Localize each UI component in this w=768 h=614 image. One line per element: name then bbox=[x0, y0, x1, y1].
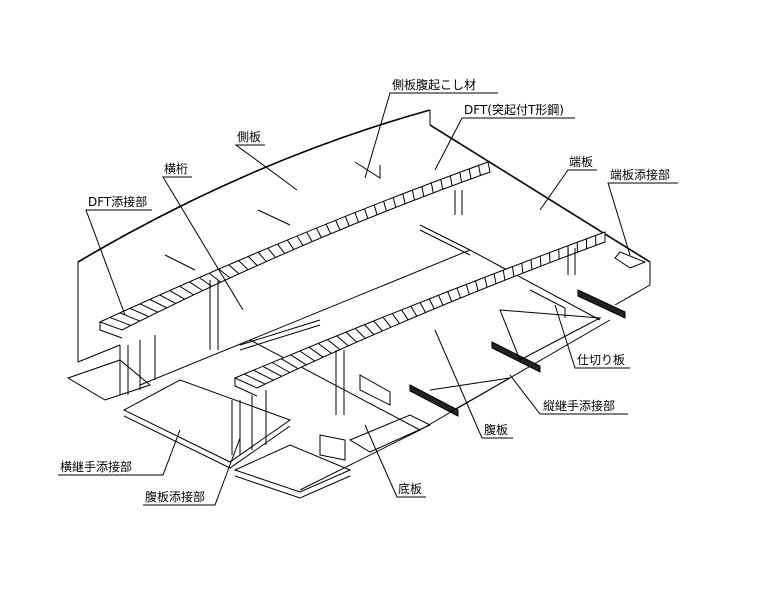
hatch-line bbox=[345, 331, 358, 343]
hatch-line bbox=[382, 316, 392, 328]
label-end-plate-splice: 端板添接部 bbox=[610, 167, 670, 182]
hatch-line bbox=[159, 294, 176, 304]
hatch-line bbox=[253, 369, 274, 381]
label-transverse-joint-splice: 横継手添接部 bbox=[60, 459, 132, 474]
dft-beam-2 bbox=[233, 231, 606, 397]
label-web-plate-splice: 腹板添接部 bbox=[145, 489, 205, 504]
hatch-line bbox=[410, 305, 418, 317]
hatch-line bbox=[421, 186, 425, 197]
label-longitudinal-joint-splice: 縦継手添接部 bbox=[543, 398, 615, 413]
hatch-line bbox=[478, 165, 481, 176]
label-side-plate: 側板 bbox=[237, 130, 261, 144]
hatch-line bbox=[129, 307, 149, 318]
hatch-line bbox=[391, 313, 400, 324]
hatch-line bbox=[465, 284, 470, 295]
side-plate-shape bbox=[77, 109, 651, 363]
hatch-line bbox=[119, 312, 141, 322]
hatch-line bbox=[502, 270, 506, 281]
hatch-line bbox=[149, 298, 167, 309]
hatch-line bbox=[296, 235, 304, 246]
hatch-line bbox=[286, 239, 295, 250]
hatch-line bbox=[459, 172, 463, 183]
web-plates bbox=[119, 161, 647, 461]
hatch-line bbox=[267, 247, 276, 258]
dft-hatching bbox=[109, 165, 597, 385]
hatch-line bbox=[493, 273, 497, 284]
hatch-line bbox=[271, 362, 291, 373]
hatch-line bbox=[428, 298, 435, 310]
label-dft-splice: DFT添接部 bbox=[88, 194, 147, 209]
hatch-line bbox=[299, 350, 316, 362]
label-side-plate-stiffener: 側板腹起こし材 bbox=[392, 78, 476, 92]
label-web-plate: 腹板 bbox=[484, 423, 508, 437]
hatch-line bbox=[306, 231, 313, 242]
hatch-line bbox=[364, 324, 375, 335]
bottom-plate-shape bbox=[66, 249, 611, 499]
hatch-line bbox=[189, 281, 203, 292]
hatch-line bbox=[456, 287, 461, 299]
hatch-line bbox=[419, 302, 426, 313]
hatch-line bbox=[354, 212, 359, 223]
hatch-line bbox=[218, 268, 231, 279]
label-cross-beam: 横桁 bbox=[164, 162, 188, 176]
hatch-line bbox=[277, 243, 286, 254]
hatch-line bbox=[139, 303, 158, 313]
hatch-line bbox=[468, 168, 472, 179]
hatch-line bbox=[402, 193, 406, 204]
hatch-line bbox=[411, 190, 415, 201]
hatch-line bbox=[521, 263, 524, 274]
longitudinal-splice-plates bbox=[429, 309, 602, 413]
hatch-line bbox=[430, 182, 434, 193]
hatch-line bbox=[308, 346, 324, 358]
hatch-line bbox=[228, 264, 240, 275]
hatch-line bbox=[440, 179, 444, 190]
hatch-line bbox=[475, 280, 479, 291]
hatch-line bbox=[383, 201, 387, 212]
hatch-line bbox=[364, 208, 369, 219]
hatch-line bbox=[257, 251, 267, 262]
hatch-line bbox=[327, 339, 341, 351]
hatch-line bbox=[247, 256, 258, 266]
hatch-line bbox=[449, 175, 453, 186]
hatch-line bbox=[401, 309, 409, 321]
hatch-line bbox=[109, 316, 132, 326]
hatch-line bbox=[373, 320, 383, 332]
hatch-line bbox=[244, 373, 266, 385]
hatch-line bbox=[262, 365, 282, 377]
hatch-line bbox=[317, 343, 332, 354]
hatch-line bbox=[208, 272, 222, 283]
hatch-line bbox=[392, 197, 397, 208]
leader-lines bbox=[58, 92, 678, 506]
hatch-line bbox=[373, 204, 378, 215]
hatch-line bbox=[335, 220, 341, 231]
label-end-plate: 端板 bbox=[569, 155, 593, 169]
label-partition-plate: 仕切り板 bbox=[577, 353, 625, 367]
hatch-line bbox=[179, 285, 194, 296]
hatch-line bbox=[315, 227, 322, 238]
hatch-line bbox=[325, 223, 332, 234]
hatch-line bbox=[336, 335, 349, 347]
hatch-line bbox=[512, 266, 515, 277]
hatch-line bbox=[530, 259, 533, 270]
hatch-line bbox=[438, 295, 444, 306]
hatch-line bbox=[169, 290, 185, 300]
hatch-line bbox=[290, 354, 307, 366]
label-bottom-plate: 底板 bbox=[398, 481, 422, 496]
hatch-line bbox=[280, 358, 299, 370]
hatch-line bbox=[447, 291, 453, 302]
hatch-line bbox=[484, 277, 488, 288]
hatch-line bbox=[354, 328, 366, 339]
label-dft: DFT(突起付T形鋼) bbox=[464, 102, 564, 117]
hatch-line bbox=[539, 256, 542, 267]
hatch-line bbox=[344, 216, 350, 227]
hatch-line bbox=[238, 260, 249, 271]
